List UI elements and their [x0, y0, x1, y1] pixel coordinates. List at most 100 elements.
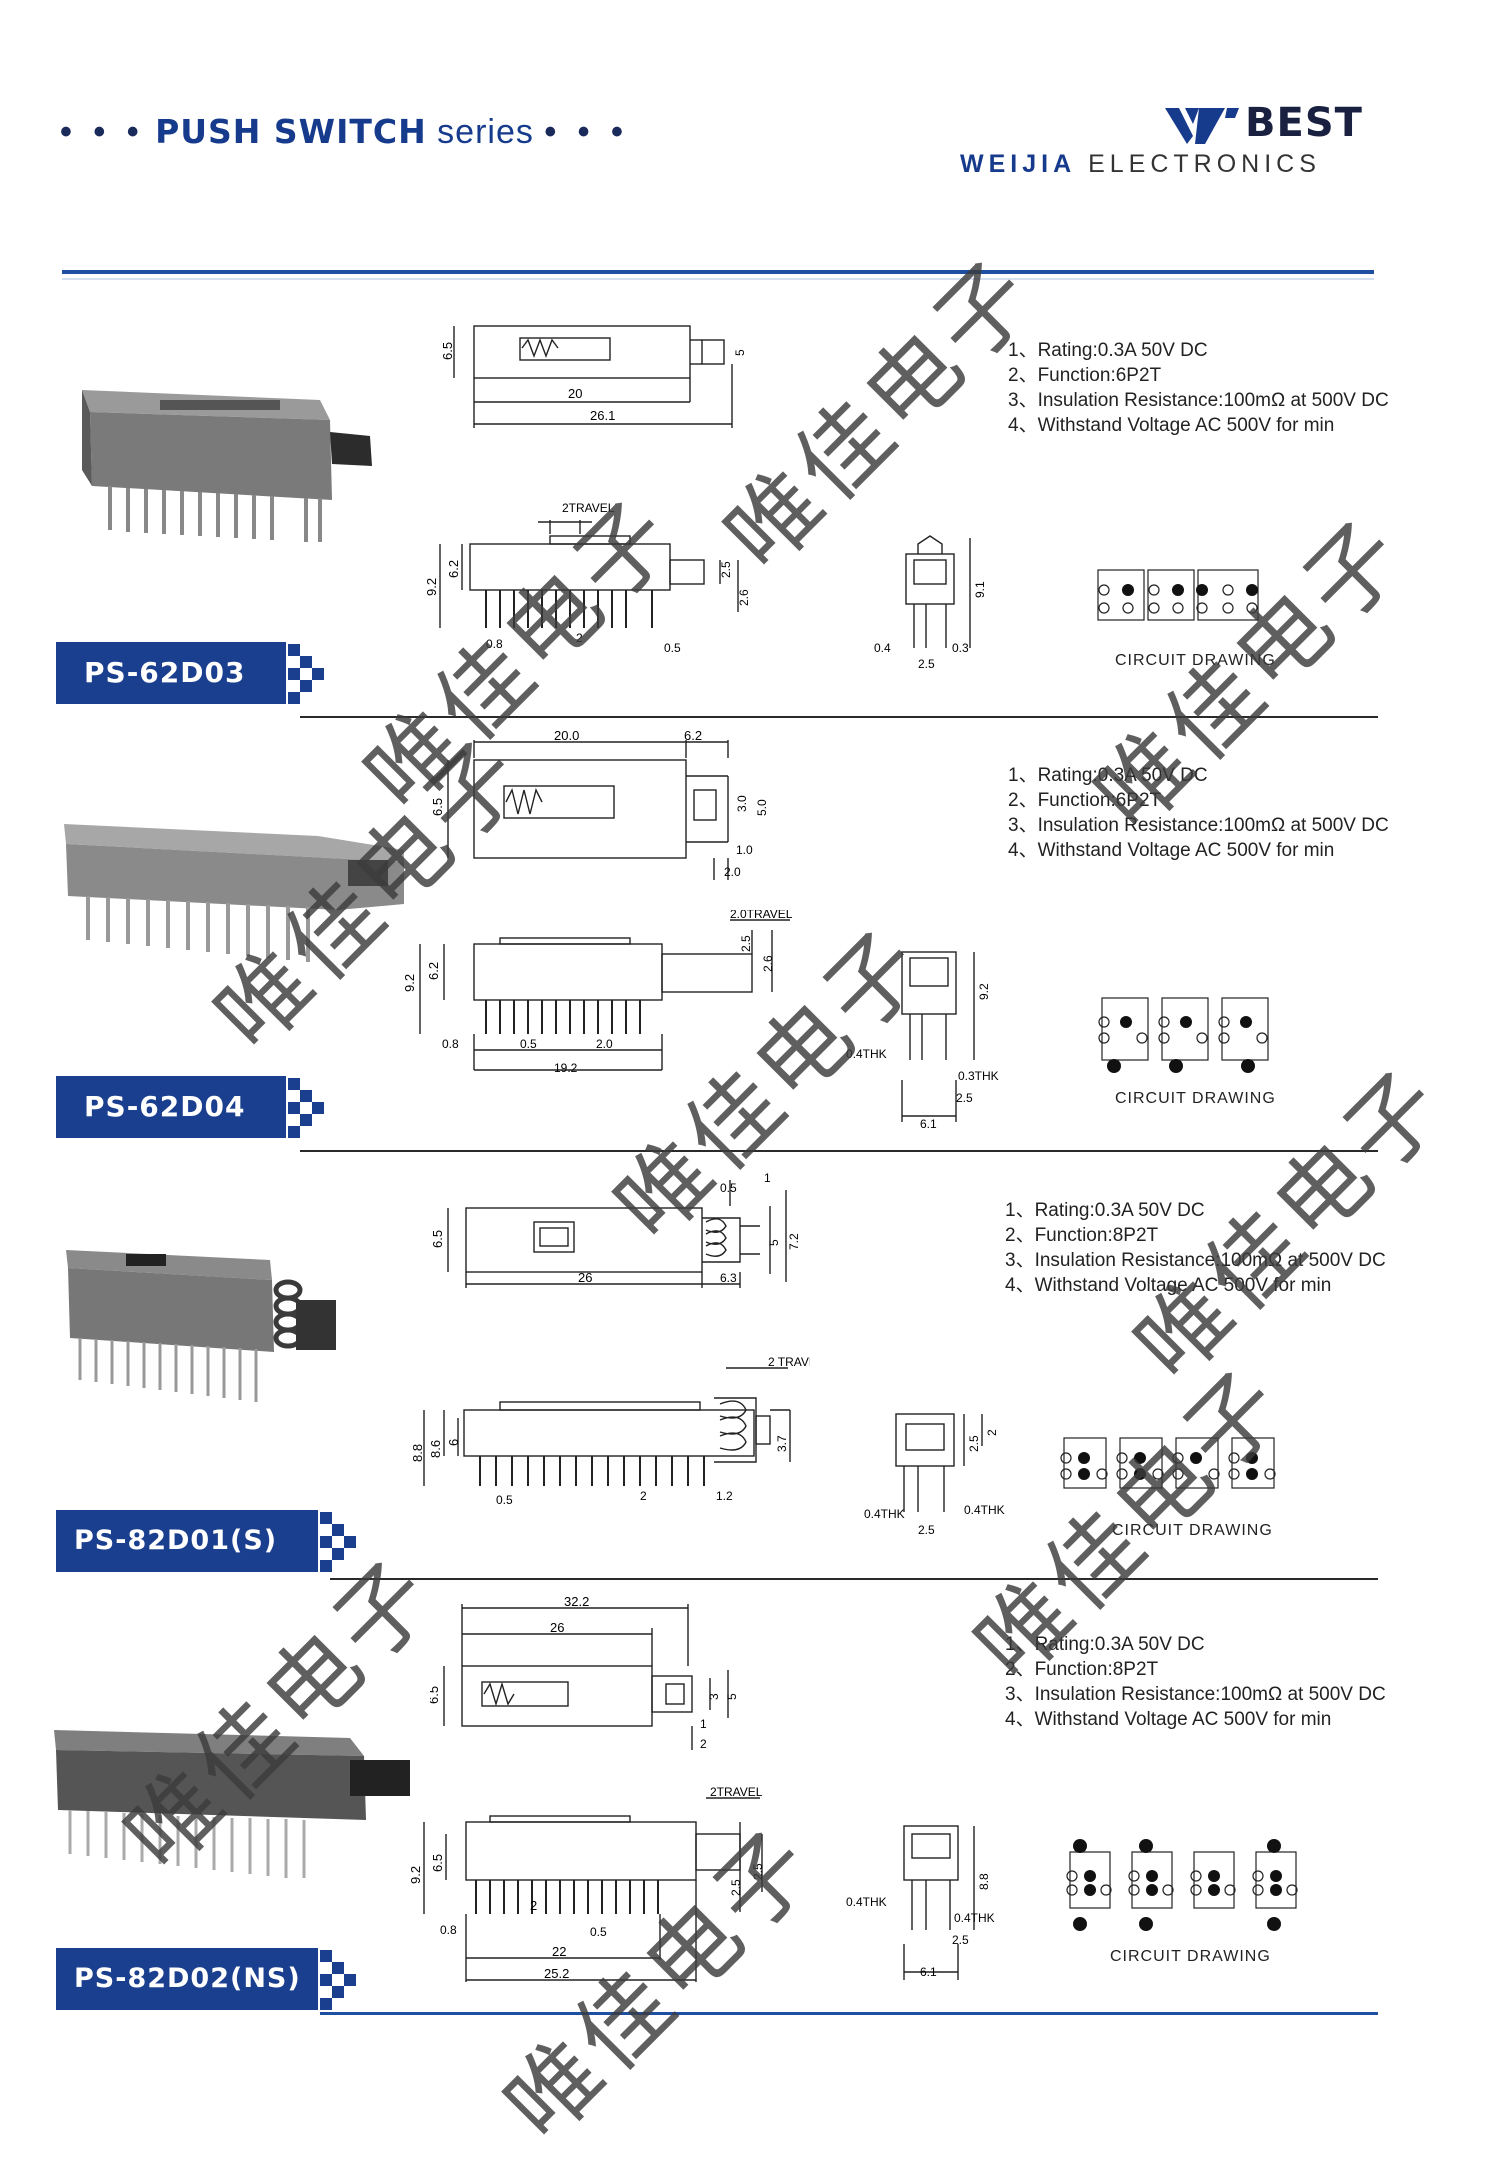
dim-text: 3	[707, 1693, 721, 1700]
spec-line: 3、Insulation Resistance:100mΩ at 500V DC	[1008, 390, 1389, 411]
dim-text: 5	[725, 1693, 739, 1700]
dim-text: 6.5	[430, 1686, 441, 1704]
dim-text: 9.2	[410, 1866, 423, 1884]
dim-text: 2.5	[751, 1863, 765, 1880]
spec-line: 2、Function:6P2T	[1008, 365, 1162, 386]
dim-text: 26	[578, 1270, 592, 1285]
dim-text: 26	[550, 1620, 564, 1635]
dim-text: 0.4THK	[846, 1047, 887, 1061]
dim-text: 2TRAVEL	[710, 1785, 763, 1799]
dim-text: 0.4	[874, 641, 891, 655]
dim-text: 2.0TRAVEL	[730, 910, 793, 921]
brand-name: BEST	[1245, 100, 1363, 146]
model-name: PS-82D02(NS)	[56, 1948, 318, 2010]
dim-text: 32.2	[564, 1594, 589, 1609]
dim-text: 0.5	[496, 1493, 513, 1507]
model-name: PS-62D03	[56, 642, 286, 704]
product-photo-ps-82d01-s	[66, 1250, 336, 1402]
spec-line: 3、Insulation Resistance:100mΩ at 500V DC	[1005, 1684, 1386, 1705]
spec-line: 3、Insulation Resistance:100mΩ at 500V DC	[1008, 815, 1389, 836]
dim-text: 3.7	[775, 1435, 789, 1452]
dim-text: 2.6	[761, 955, 775, 972]
section-divider	[330, 1578, 1378, 1580]
specs-ps-62d03: 1、Rating:0.3A 50V DC 2、Function:6P2T 3、I…	[1008, 338, 1389, 438]
top-view-ps-82d01-s: 0.5 1 6.5 5 7.2 26 6.3	[430, 1171, 801, 1288]
title-light: series	[437, 113, 534, 151]
dim-text: 2.0	[596, 1037, 613, 1051]
spec-line: 1、Rating:0.3A 50V DC	[1005, 1200, 1205, 1221]
page-title: • • • PUSH SWITCH series • • •	[60, 112, 629, 152]
dim-text: 2	[530, 1898, 537, 1913]
dim-text: 0.4THK	[964, 1503, 1005, 1517]
circuit-ps-82d01-s	[1060, 1437, 1276, 1489]
dim-text: 0.5	[590, 1925, 607, 1939]
header-divider-shadow	[62, 278, 1374, 280]
dim-text: 26.1	[590, 408, 615, 423]
top-view-ps-62d03: 6.5 20 26.1 5	[440, 325, 747, 428]
dim-text: 25.2	[544, 1966, 569, 1981]
spec-line: 2、Function:6P2T	[1008, 790, 1162, 811]
spec-line: 1、Rating:0.3A 50V DC	[1008, 340, 1208, 361]
dim-text: 2.5	[918, 657, 935, 670]
dim-text: 8.6	[428, 1440, 443, 1458]
circuit-ps-82d02-ns	[1066, 1839, 1298, 1931]
dim-text: 5.0	[755, 799, 769, 816]
dim-text: 9.1	[973, 581, 987, 598]
dim-text: 1.2	[716, 1489, 733, 1503]
dim-text: 0.4THK	[954, 1911, 995, 1925]
dim-text: 2	[640, 1489, 647, 1503]
dim-text: 6.1	[920, 1965, 937, 1979]
dim-text: 6.2	[446, 560, 461, 578]
front-view-ps-62d03: 2TRAVEL 9.2 6.2 2.5 2.6 0.8 2 0.5	[424, 501, 751, 655]
spec-line: 4、Withstand Voltage AC 500V for min	[1005, 1275, 1332, 1296]
circuit-ps-62d03	[1097, 569, 1259, 621]
dim-text: 20	[568, 386, 582, 401]
brand-sub-light: ELECTRONICS	[1088, 150, 1321, 178]
dim-text: 2.5	[719, 561, 733, 578]
model-label-ps-62d03: PS-62D03	[56, 642, 356, 704]
circuit-caption: CIRCUIT DRAWING	[1112, 1522, 1273, 1539]
dim-text: 22	[552, 1944, 566, 1959]
dim-text: 2.6	[737, 589, 751, 606]
dim-text: 0.5	[520, 1037, 537, 1051]
side-view-ps-62d04: 9.2 0.4THK 0.3THK 2.5 6.1	[846, 951, 999, 1130]
spec-line: 4、Withstand Voltage AC 500V for min	[1008, 840, 1335, 861]
dim-text: 6.5	[440, 342, 455, 360]
spec-line: 2、Function:8P2T	[1005, 1225, 1159, 1246]
spec-line: 4、Withstand Voltage AC 500V for min	[1005, 1709, 1332, 1730]
dim-text: 2TRAVEL	[562, 501, 615, 515]
dim-text: 6.1	[920, 1117, 937, 1130]
dim-text: 2.5	[967, 1435, 981, 1452]
product-photo-ps-62d03	[82, 390, 372, 542]
brand-logo-icon	[1165, 108, 1239, 144]
brand-sub-strong: WEIJIA	[960, 150, 1077, 178]
dim-text: 0.5	[664, 641, 681, 655]
dim-text: 6	[446, 1439, 461, 1446]
side-view-ps-82d01-s: 2.5 2 0.4THK 0.4THK 2.5	[864, 1413, 1005, 1537]
dim-text: 2.5	[918, 1523, 935, 1537]
dim-text: 0.3THK	[958, 1069, 999, 1083]
dim-text: 6.5	[430, 798, 445, 816]
dim-text: 2 TRAVEL	[768, 1355, 810, 1369]
spec-line: 1、Rating:0.3A 50V DC	[1008, 765, 1208, 786]
product-photo-ps-62d04	[64, 824, 404, 962]
dim-text: 0.8	[486, 637, 503, 651]
side-view-ps-62d03: 9.1 0.4 0.3 2.5	[874, 535, 987, 670]
dim-text: 0.4THK	[864, 1507, 905, 1521]
dim-text: 7.2	[787, 1233, 801, 1250]
spec-line: 1、Rating:0.3A 50V DC	[1005, 1634, 1205, 1655]
dim-text: 2.5	[956, 1091, 973, 1105]
dim-text: 6.5	[430, 1854, 445, 1872]
dim-text: 1	[764, 1171, 771, 1185]
header-divider	[62, 270, 1374, 274]
dim-text: 2	[985, 1429, 999, 1436]
dim-text: 6.2	[426, 962, 441, 980]
dim-text: 9.2	[424, 578, 439, 596]
title-dots-right: • • •	[544, 113, 629, 151]
top-view-ps-82d02-ns: 32.2 26 6.5 3 5 1 2	[430, 1594, 739, 1751]
model-name: PS-82D01(S)	[56, 1510, 318, 1572]
dim-text: 6.2	[684, 730, 702, 743]
dim-text: 8.8	[410, 1444, 425, 1462]
front-view-ps-62d04: 2.0TRAVEL 2.5 2.6 9.2 6.2 0.8 0.5 2.0 19…	[402, 910, 793, 1075]
spec-line: 3、Insulation Resistance:100mΩ at 500V DC	[1005, 1250, 1386, 1271]
